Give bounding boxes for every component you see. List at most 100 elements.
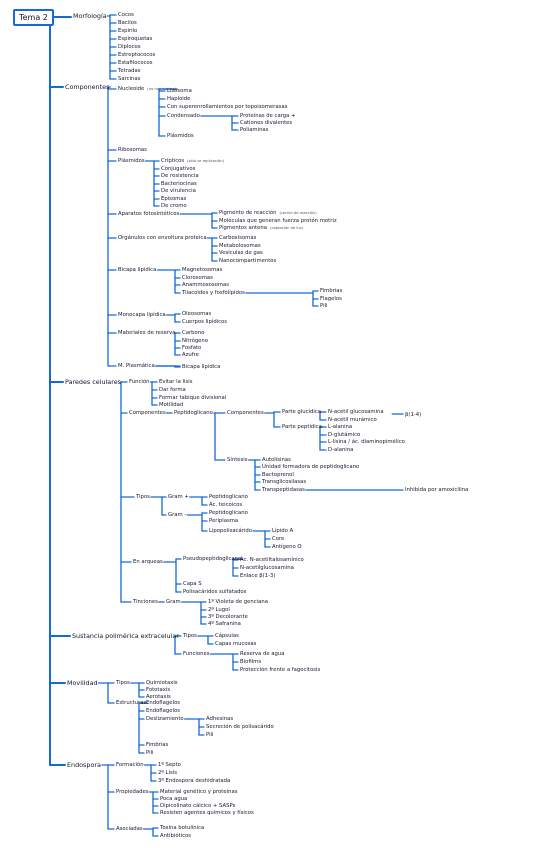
diagram-title: Tema 2 xyxy=(19,13,48,22)
node-label: D-glutámico xyxy=(328,432,361,438)
node-n109: Capas mucosas xyxy=(215,641,256,647)
node-n46: Pili xyxy=(320,303,328,309)
node-label: Carboxisomas xyxy=(219,235,257,241)
node-label: Materiales de reserva xyxy=(118,330,176,336)
node-n48: Oleosomas xyxy=(182,311,211,317)
node-n73: L-lisina / ác. diaminopimélico xyxy=(328,439,405,445)
node-label: Bactoprenol xyxy=(262,472,294,478)
node-label: Conjugativos xyxy=(161,166,196,172)
node-label: Gram xyxy=(166,599,181,605)
node-n119: Estructuras xyxy=(116,700,146,706)
node-label: Pigmentos antena xyxy=(219,225,267,231)
node-n60: Dar forma xyxy=(159,387,186,393)
node-n9: Tetradas xyxy=(118,68,140,74)
node-label: Antibióticos xyxy=(160,833,192,839)
node-n2: Cocos xyxy=(118,12,134,18)
node-n136: Dipicolinato cálcico + SASPs xyxy=(160,803,235,809)
node-label: Aparatos fotosintéticos xyxy=(118,211,180,217)
node-label: Lipopolisacárido xyxy=(209,528,252,534)
node-n64: Peptidoglicano xyxy=(174,410,213,416)
node-label: Secreción de polisacárido xyxy=(206,724,274,730)
node-n31: Pigmento de reacción(centro de reacción) xyxy=(219,210,317,216)
node-label: Poliaminas xyxy=(240,127,269,133)
node-n74: D-alanina xyxy=(328,447,353,453)
node-label: Peptidoglicano xyxy=(209,494,248,500)
node-n118: Aerotaxis xyxy=(146,694,171,700)
node-n96: N-acetilglucosamina xyxy=(240,565,294,571)
node-label: Magnetosomas xyxy=(182,267,223,273)
node-n62: Motilidad xyxy=(159,402,183,408)
node-label: Bacilos xyxy=(118,20,137,26)
node-n59: Evitar la lisis xyxy=(159,379,192,385)
node-n63: Componentes xyxy=(129,410,166,416)
node-n50: Materiales de reserva xyxy=(118,330,175,336)
node-label: Cationes divalentes xyxy=(240,120,293,126)
node-n86: Gram - xyxy=(168,512,186,518)
node-label: 2º Lugol xyxy=(208,607,230,613)
node-n134: Material genético y proteínas xyxy=(160,789,237,795)
node-label: Flagelos xyxy=(320,296,342,302)
node-n95: Ác. N-acetiltalosamínico xyxy=(240,557,304,563)
node-label: Bicapa lipídica xyxy=(118,267,157,273)
node-n28: Episomas xyxy=(161,196,186,202)
node-n56: Bicapa lipídica xyxy=(182,364,220,370)
node-label: Movilidad xyxy=(67,679,98,687)
node-n11: Componentes xyxy=(65,84,109,91)
node-n100: Tinciones xyxy=(133,599,158,605)
node-label: Asociadas xyxy=(116,826,143,832)
node-n113: Protección frente a fagocitosis xyxy=(240,667,320,673)
node-n139: Toxina botulínica xyxy=(160,825,204,831)
node-n17: Proteínas de carga + xyxy=(240,113,296,119)
node-label: Pili xyxy=(320,303,328,309)
node-label: Bacteriocinas xyxy=(161,181,197,187)
node-n21: Ribosomas xyxy=(118,147,147,153)
node-label: De resistencia xyxy=(161,173,199,179)
node-n116: Quimiotaxis xyxy=(146,680,178,686)
node-n61: Formar tabique divisional xyxy=(159,395,226,401)
node-n121: Endoflagelos xyxy=(146,708,180,714)
node-label: M. Plasmática xyxy=(118,363,155,369)
node-label: Fimbrias xyxy=(320,288,343,294)
node-n66: Parte glucídica xyxy=(282,409,321,415)
node-label: Estreptococos xyxy=(118,52,156,58)
node-label: De cromo xyxy=(161,203,187,209)
node-n87: Peptidoglicano xyxy=(209,510,248,516)
node-n99: Polisacáridos sulfatados xyxy=(183,589,246,595)
node-label: Formación xyxy=(116,762,144,768)
node-n40: Magnetosomas xyxy=(182,267,222,273)
node-n75: Síntesis xyxy=(227,457,248,463)
node-n83: Gram + xyxy=(168,494,189,500)
node-n114: Movilidad xyxy=(67,680,98,687)
node-label: N-acetilglucosamina xyxy=(240,565,294,571)
node-n65: Componentes xyxy=(227,410,264,416)
node-n35: Carboxisomas xyxy=(219,235,256,241)
node-label: Inhibida por amoxicilina xyxy=(405,487,469,493)
node-n76: Autolisinas xyxy=(262,457,291,463)
node-n52: Nitrógeno xyxy=(182,338,208,344)
node-label: Condensado xyxy=(167,113,200,119)
node-label: Resisten agentes químicos y físicos xyxy=(160,810,254,816)
node-label: Peptidoglicano xyxy=(174,410,213,416)
node-n123: Adhesinas xyxy=(206,716,233,722)
node-n41: Clorosomas xyxy=(182,275,213,281)
node-label: Componentes xyxy=(65,83,110,91)
node-n27: De virulencia xyxy=(161,188,196,194)
node-label: Peptidoglicano xyxy=(209,510,248,516)
node-n42: Anammoxosomas xyxy=(182,282,229,288)
node-n54: Azufre xyxy=(182,352,199,358)
node-label: Estafilococos xyxy=(118,60,153,66)
node-n135: Poca agua xyxy=(160,796,187,802)
node-n110: Funciones xyxy=(183,651,209,657)
node-label: Plásmidos xyxy=(167,133,194,139)
node-n129: Formación xyxy=(116,762,144,768)
node-label: 3º Decolorante xyxy=(208,614,248,620)
node-label: Capas mucosas xyxy=(215,641,257,647)
node-label: Deslizamiento xyxy=(146,716,184,722)
node-n36: Metabolosomas xyxy=(219,243,261,249)
node-n51: Carbono xyxy=(182,330,204,336)
node-label: Metabolosomas xyxy=(219,243,261,249)
node-label: 4º Safranina xyxy=(208,621,241,627)
node-n124: Secreción de polisacárido xyxy=(206,724,274,730)
node-label: Toxina botulínica xyxy=(160,825,205,831)
node-n128: Endospora xyxy=(67,762,101,769)
